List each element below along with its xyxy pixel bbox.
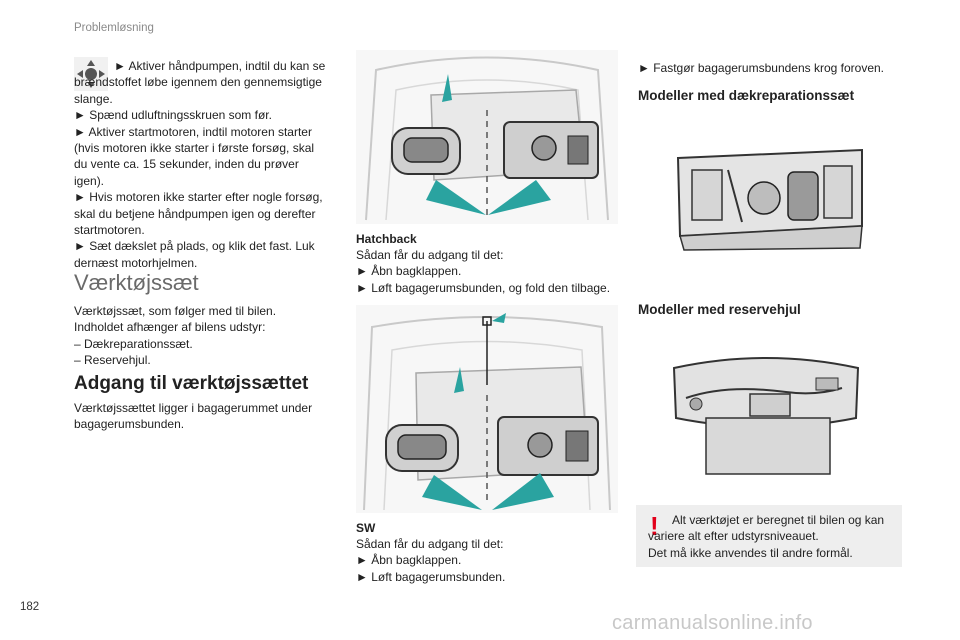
page-number: 182 bbox=[20, 601, 40, 613]
warning-text: Alt værktøjet er beregnet til bilen og k… bbox=[648, 513, 885, 560]
sw-steps: Sådan får du adgang til det: ► Åbn bagkl… bbox=[356, 537, 506, 584]
watermark: carmanualsonline.info bbox=[612, 612, 813, 634]
hatchback-trunk-illustration bbox=[356, 50, 618, 224]
spare-wheel-illustration bbox=[666, 348, 866, 476]
section-title: Værktøjssæt bbox=[74, 270, 199, 295]
repair-kit-heading: Modeller med dækreparationssæt bbox=[638, 88, 855, 103]
toolkit-intro: Værktøjssæt, som følger med til bilen. I… bbox=[74, 304, 277, 368]
hook-step: ► Fastgør bagagerumsbundens krog foroven… bbox=[638, 61, 885, 75]
hatchback-steps: Sådan får du adgang til det: ► Åbn bagkl… bbox=[356, 248, 611, 295]
section-header: Problemløsning bbox=[74, 22, 154, 34]
repair-kit-illustration bbox=[672, 140, 868, 252]
sw-trunk-illustration bbox=[356, 305, 618, 513]
hatchback-label: Hatchback bbox=[356, 232, 417, 246]
engine-steps: ► Spænd udluftningsskruen som før. ► Akt… bbox=[74, 108, 323, 270]
pump-step: ► Aktiver håndpumpen, indtil du kan se b… bbox=[74, 59, 326, 106]
access-text: Værktøjssættet ligger i bagagerummet und… bbox=[74, 401, 313, 432]
spare-wheel-heading: Modeller med reservehjul bbox=[638, 302, 801, 317]
pump-icon bbox=[74, 57, 108, 91]
sw-label: SW bbox=[356, 521, 376, 535]
warning-box bbox=[636, 505, 902, 567]
access-subtitle: Adgang til værktøjssættet bbox=[74, 373, 309, 394]
warning-icon: ! bbox=[650, 511, 659, 541]
